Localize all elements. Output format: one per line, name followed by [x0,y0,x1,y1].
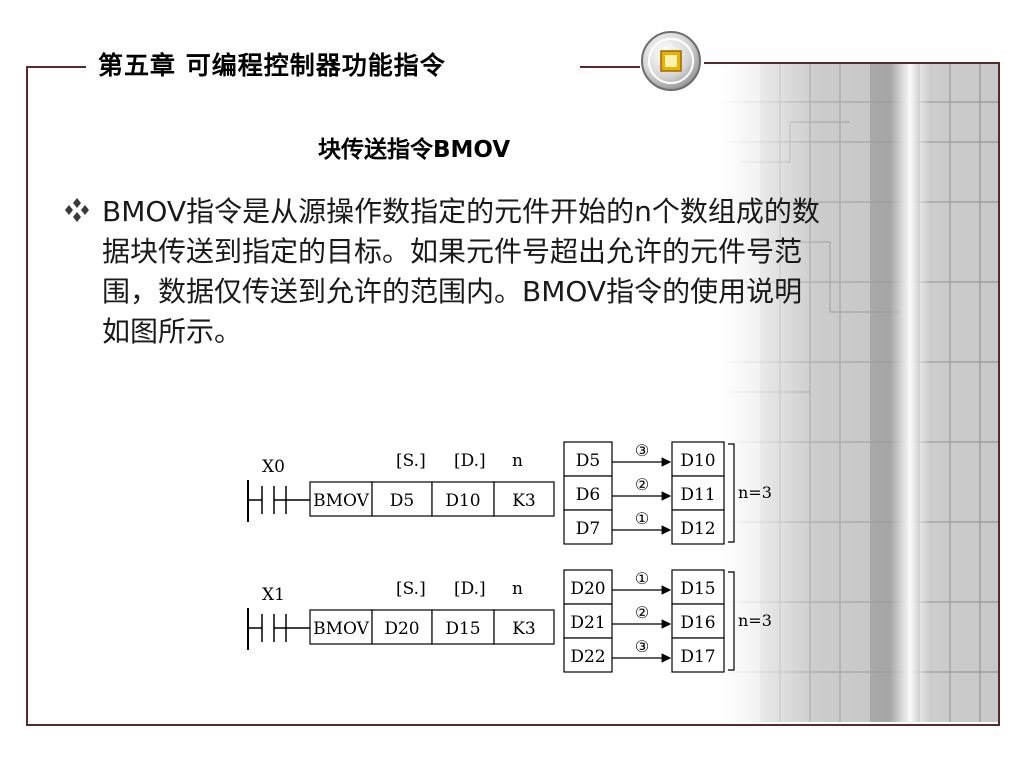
frame-top-left [26,66,86,68]
dest-cell: D15 [445,619,480,639]
transfer-order-label: ③ [635,441,649,460]
operand-label-n: n [512,451,523,471]
source-cell: D20 [384,619,419,639]
dest-block-box [671,441,725,477]
source-cell-box [371,609,433,645]
dest-block-label: D16 [680,613,715,633]
contact-label: X0 [262,457,285,477]
source-block-label: D21 [570,613,605,633]
frame-top-middle [580,66,640,68]
source-block-box [563,569,613,605]
dest-block-box [671,475,725,511]
transfer-order-label: ① [635,569,649,588]
source-block-label: D22 [570,647,605,667]
dest-cell: D10 [445,491,480,511]
dest-block-label: D17 [680,647,715,667]
source-block-label: D6 [576,485,600,505]
dest-block-label: D15 [680,579,715,599]
transfer-order-label: ② [635,603,649,622]
count-cell-box [493,481,555,517]
range-bracket [728,443,735,543]
operand-label-s: [S.] [396,579,426,599]
instruction-cell: BMOV [313,619,370,639]
square-badge-icon [641,31,701,91]
dest-cell-box [431,609,495,645]
dest-block-box [671,509,725,545]
source-cell: D5 [390,491,414,511]
source-block-box [563,509,613,545]
operand-label-d: [D.] [454,451,486,471]
transfer-order-label: ① [635,509,649,528]
frame-right [998,62,1000,726]
frame-left [26,66,28,726]
transfer-order-label: ② [635,475,649,494]
dest-block-box [671,637,725,673]
instruction-cell-box [309,481,373,517]
frame-top-right [704,62,1000,64]
source-block-box [563,475,613,511]
range-bracket [728,571,735,671]
frame-bottom [26,724,1000,726]
operand-label-n: n [512,579,523,599]
dest-block-label: D10 [680,451,715,471]
n-note: n=3 [738,483,772,502]
source-block-label: D7 [576,519,600,539]
instruction-cell-box [309,609,373,645]
dest-block-label: D11 [680,485,715,505]
chapter-title: 第五章 可编程控制器功能指令 [98,51,446,80]
four-diamond-bullet-icon [65,198,89,222]
decorative-background [720,62,1000,722]
source-block-box [563,441,613,477]
dest-block-label: D12 [680,519,715,539]
count-cell-box [493,609,555,645]
count-cell: K3 [512,491,536,511]
source-cell-box [371,481,433,517]
operand-label-d: [D.] [454,579,486,599]
source-block-box [563,637,613,673]
contact-label: X1 [262,585,285,605]
transfer-order-label: ③ [635,637,649,656]
instruction-cell: BMOV [313,491,370,511]
dest-cell-box [431,481,495,517]
operand-label-s: [S.] [396,451,426,471]
description-paragraph: BMOV指令是从源操作数指定的元件开始的n个数组成的数据块传送到指定的目标。如果… [102,195,820,348]
section-title: 块传送指令BMOV [318,137,511,163]
source-block-label: D20 [570,579,605,599]
count-cell: K3 [512,619,536,639]
source-block-label: D5 [576,451,600,471]
n-note: n=3 [738,611,772,630]
